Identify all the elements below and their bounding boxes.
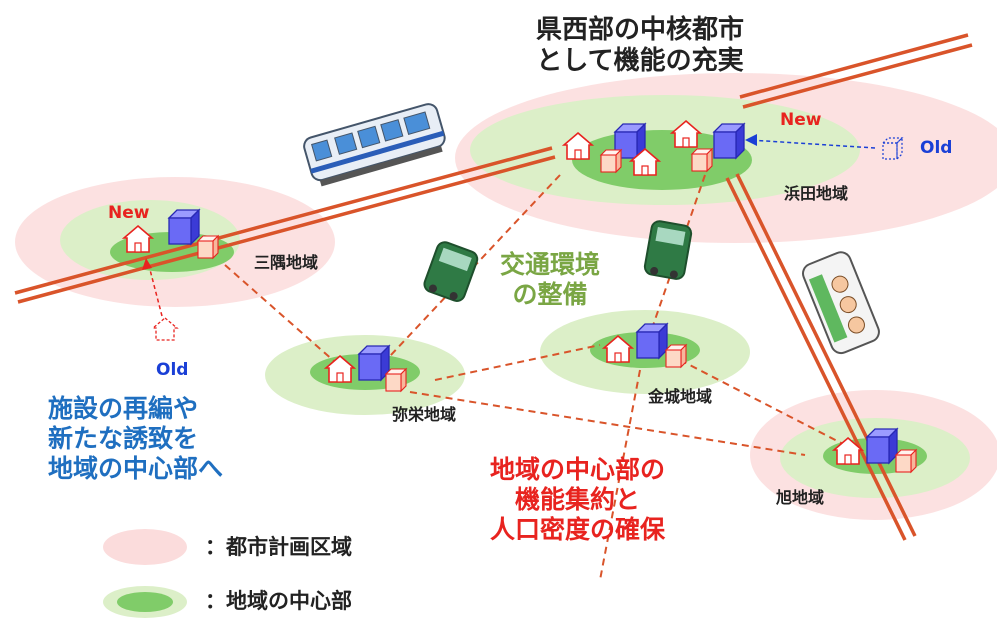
old-label-hamada: Old bbox=[920, 138, 953, 158]
train-icon bbox=[303, 103, 446, 187]
legend-swatch-center-inner bbox=[117, 592, 173, 612]
legend-center-label: ：地域の中心部 bbox=[205, 589, 352, 613]
region-label-misumi: 三隅地域 bbox=[254, 253, 319, 272]
arrow-head bbox=[142, 258, 152, 270]
car-icon bbox=[643, 220, 693, 280]
facilities-label-line1: 施設の再編や bbox=[48, 394, 199, 423]
region-label-yasaka: 弥栄地域 bbox=[392, 405, 457, 424]
traffic-label-line2: の整備 bbox=[512, 280, 588, 309]
roads bbox=[14, 33, 973, 541]
bus-icon bbox=[802, 251, 880, 355]
old-label-misumi: Old bbox=[156, 360, 189, 380]
region-label-asahi: 旭地域 bbox=[776, 488, 825, 507]
concentration-label-line3: 人口密度の確保 bbox=[490, 515, 666, 544]
new-label-hamada: New bbox=[780, 110, 822, 130]
new-label-misumi: New bbox=[108, 203, 150, 223]
region-label-kanagi: 金城地域 bbox=[648, 387, 713, 406]
relocation-arrow bbox=[147, 261, 163, 317]
car-icon bbox=[423, 241, 479, 302]
main-title-line1: 県西部の中核都市 bbox=[536, 15, 745, 45]
main-title-line2: として機能の充実 bbox=[536, 46, 744, 77]
concentration-label: 地域の中心部の 機能集約と 人口密度の確保 bbox=[490, 455, 665, 545]
facilities-label-line3: 地域の中心部へ bbox=[48, 454, 224, 483]
traffic-label-line1: 交通環境 bbox=[500, 250, 601, 279]
arrow-head bbox=[745, 134, 757, 146]
traffic-label: 交通環境 の整備 bbox=[500, 250, 600, 310]
old-house-icon bbox=[151, 317, 179, 341]
facilities-label-line2: 新たな誘致を bbox=[48, 424, 199, 453]
main-title: 県西部の中核都市 として機能の充実 bbox=[536, 15, 744, 77]
old-cube-icon bbox=[881, 136, 904, 161]
concentration-label-line1: 地域の中心部の bbox=[490, 455, 666, 484]
facilities-label: 施設の再編や 新たな誘致を 地域の中心部へ bbox=[48, 394, 223, 484]
legend-swatch-planning-area bbox=[103, 529, 187, 565]
region-label-hamada: 浜田地域 bbox=[784, 184, 849, 203]
concentration-label-line2: 機能集約と bbox=[515, 485, 641, 514]
legend-planning-area-label: ：都市計画区域 bbox=[205, 535, 352, 559]
